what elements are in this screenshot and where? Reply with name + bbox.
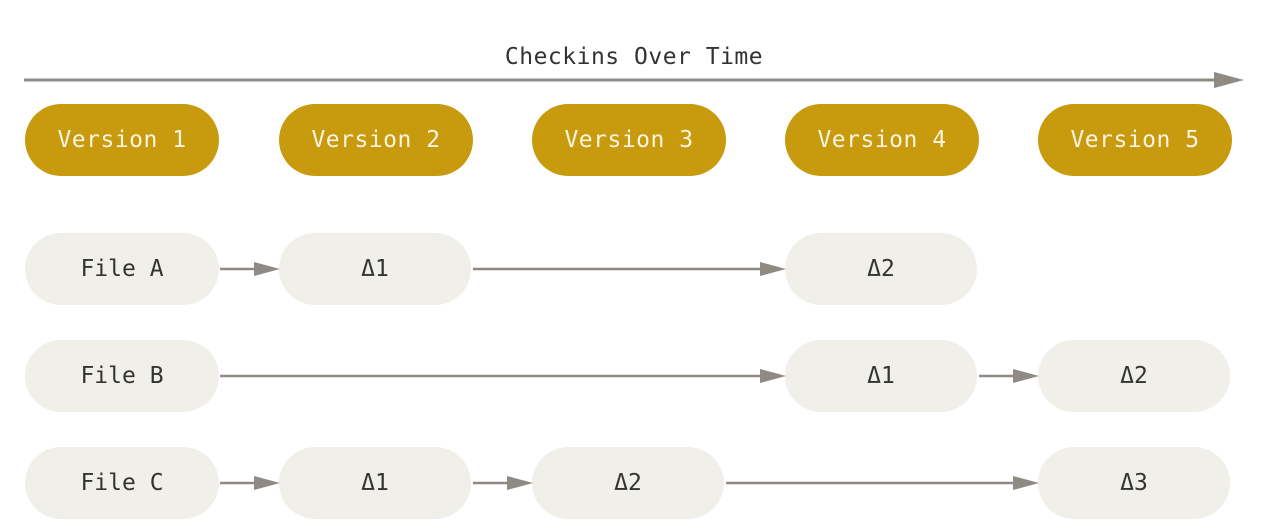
arrow-b-file-to-v4 [220, 369, 786, 383]
version-pill-4: Version 4 [785, 104, 979, 176]
version-pill-5: Version 5 [1038, 104, 1232, 176]
file-c-delta-1: Δ1 [279, 447, 471, 519]
arrow-b-v4-to-v5 [979, 369, 1039, 383]
file-pill-a: File A [25, 233, 219, 305]
version-pill-2: Version 2 [279, 104, 473, 176]
file-a-delta-2: Δ2 [785, 233, 977, 305]
version-pill-1: Version 1 [25, 104, 219, 176]
file-a-delta-1: Δ1 [279, 233, 471, 305]
timeline-arrow [24, 72, 1244, 88]
version-pill-3: Version 3 [532, 104, 726, 176]
file-c-delta-2: Δ2 [532, 447, 724, 519]
timeline-title: Checkins Over Time [504, 44, 764, 70]
arrow-c-v3-to-v5 [726, 476, 1039, 490]
file-pill-b: File B [25, 340, 219, 412]
arrow-a-file-to-v2 [220, 262, 280, 276]
file-b-delta-2: Δ2 [1038, 340, 1230, 412]
arrow-c-v2-to-v3 [473, 476, 533, 490]
file-pill-c: File C [25, 447, 219, 519]
arrow-a-v2-to-v4 [473, 262, 786, 276]
file-b-delta-1: Δ1 [785, 340, 977, 412]
arrow-c-file-to-v2 [220, 476, 280, 490]
file-c-delta-3: Δ3 [1038, 447, 1230, 519]
